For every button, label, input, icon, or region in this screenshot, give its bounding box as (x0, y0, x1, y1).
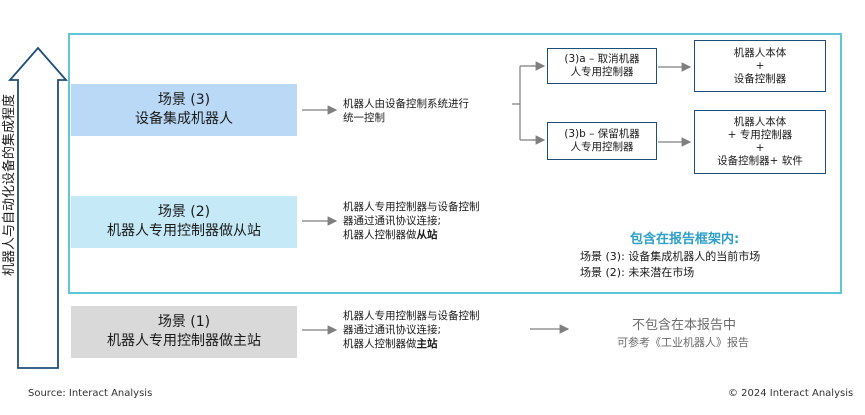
scene1-subtitle: 机器人专用控制器做主站 (107, 333, 261, 349)
scene1-desc-line3: 机器人控制器做主站 (343, 338, 438, 350)
included-title: 包含在报告框架内: (630, 232, 740, 247)
scene1-desc-line1: 机器人专用控制器与设备控制 (343, 310, 480, 322)
option-b-result-line1: 机器人本体 (733, 116, 787, 128)
scene2-desc-bold: 从站 (416, 229, 438, 241)
axis-label: 机器人与自动化设备的集成程度 (2, 94, 17, 277)
scene3-desc: 机器人由设备控制系统进行 统一控制 (343, 97, 513, 125)
scene3-desc-line2: 统一控制 (343, 112, 385, 124)
scene1-desc-line2: 器通过通讯协议连接; (343, 324, 442, 336)
option-a-line2: 人专用控制器 (570, 66, 634, 78)
scene2-desc: 机器人专用控制器与设备控制 器通过通讯协议连接; 机器人控制器做从站 (343, 200, 523, 242)
scene3-desc-line1: 机器人由设备控制系统进行 (343, 98, 469, 110)
excluded-subtitle: 可参考《工业机器人》报告 (617, 336, 749, 349)
scene2-title: 场景 (2) (157, 204, 211, 220)
option-b-result-line3: 设备控制器+ 软件 (717, 155, 803, 167)
scene3-title: 场景 (3) (157, 92, 211, 108)
option-a-result-plus: + (755, 59, 765, 72)
option-a-box: (3)a – 取消机器 人专用控制器 (547, 48, 657, 84)
option-b-line1: (3)b – 保留机器 (564, 128, 640, 140)
scene2-box: 场景 (2) 机器人专用控制器做从站 (71, 196, 297, 248)
option-a-line1: (3)a – 取消机器 (564, 53, 640, 65)
scene2-desc-line3: 机器人控制器做从站 (343, 229, 438, 241)
included-line1: 场景 (3): 设备集成机器人的当前市场 (580, 250, 761, 263)
brace-options (512, 65, 540, 141)
option-b-result-box: 机器人本体 + 专用控制器 + 设备控制器+ 软件 (694, 110, 826, 174)
axis-arrow (8, 46, 68, 369)
option-a-result-line2: 设备控制器 (733, 72, 787, 85)
included-line2: 场景 (2): 未来潜在市场 (580, 266, 695, 279)
footer-copyright: © 2024 Interact Analysis (728, 388, 854, 399)
option-a-result-line1: 机器人本体 (733, 46, 787, 59)
scene2-subtitle: 机器人专用控制器做从站 (107, 223, 261, 239)
report-scope-frame (68, 33, 842, 294)
option-b-result-plus: + (755, 142, 765, 154)
excluded-title: 不包含在本报告中 (632, 318, 737, 333)
scene3-subtitle: 设备集成机器人 (135, 111, 233, 127)
option-b-line2: 人专用控制器 (570, 141, 634, 153)
option-b-result-line2: + 专用控制器 (727, 129, 793, 141)
scene1-desc: 机器人专用控制器与设备控制 器通过通讯协议连接; 机器人控制器做主站 (343, 309, 523, 351)
scene3-box: 场景 (3) 设备集成机器人 (71, 84, 297, 136)
option-a-result-box: 机器人本体 + 设备控制器 (694, 40, 826, 92)
scene2-desc-line2: 器通过通讯协议连接; (343, 215, 442, 227)
scene1-title: 场景 (1) (157, 314, 211, 330)
scene1-box: 场景 (1) 机器人专用控制器做主站 (71, 306, 297, 358)
option-b-box: (3)b – 保留机器 人专用控制器 (547, 122, 657, 160)
scene2-desc-line1: 机器人专用控制器与设备控制 (343, 201, 480, 213)
footer-source: Source: Interact Analysis (28, 388, 153, 399)
scene1-desc-bold: 主站 (416, 338, 438, 350)
